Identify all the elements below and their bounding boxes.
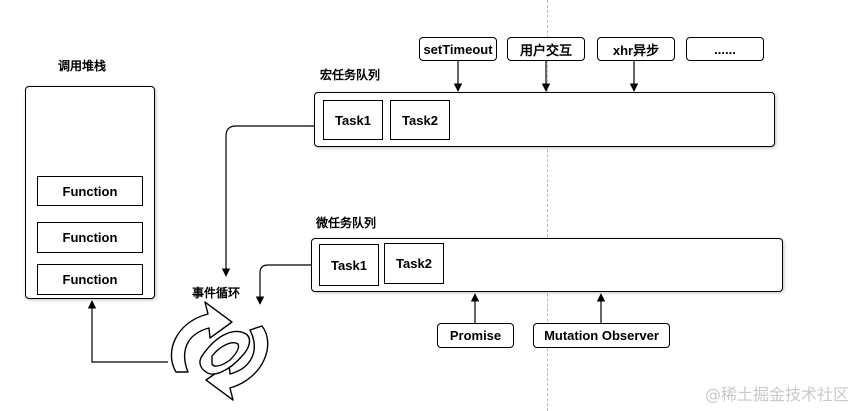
micro-queue-title: 微任务队列 — [316, 216, 377, 230]
macro-task-2: Task2 — [390, 100, 450, 140]
dashed-divider — [547, 0, 548, 411]
source-xhr-async: xhr异步 — [597, 37, 675, 61]
call-stack-function-3: Function — [37, 264, 143, 295]
source-mutation-observer: Mutation Observer — [533, 323, 670, 348]
refresh-loop-icon — [170, 301, 269, 401]
watermark-text: @稀土掘金技术社区 — [704, 385, 849, 404]
event-loop-label: 事件循环 — [192, 286, 241, 300]
source-promise: Promise — [437, 323, 514, 348]
macro-task-1: Task1 — [323, 100, 383, 140]
arrow-loop-to-stack — [87, 300, 168, 363]
micro-task-1: Task1 — [319, 244, 379, 286]
source-settimeout: setTimeout — [419, 37, 497, 61]
call-stack-title: 调用堆栈 — [58, 59, 107, 73]
arrow-macro-to-loop — [221, 125, 314, 277]
call-stack-function-1: Function — [37, 176, 143, 206]
source-user-interaction: 用户交互 — [507, 37, 585, 61]
macro-queue-title: 宏任务队列 — [320, 68, 381, 82]
arrow-micro-to-loop — [255, 264, 311, 305]
micro-task-2: Task2 — [384, 243, 444, 284]
source-more: ...... — [686, 37, 764, 61]
call-stack-function-2: Function — [37, 222, 143, 253]
